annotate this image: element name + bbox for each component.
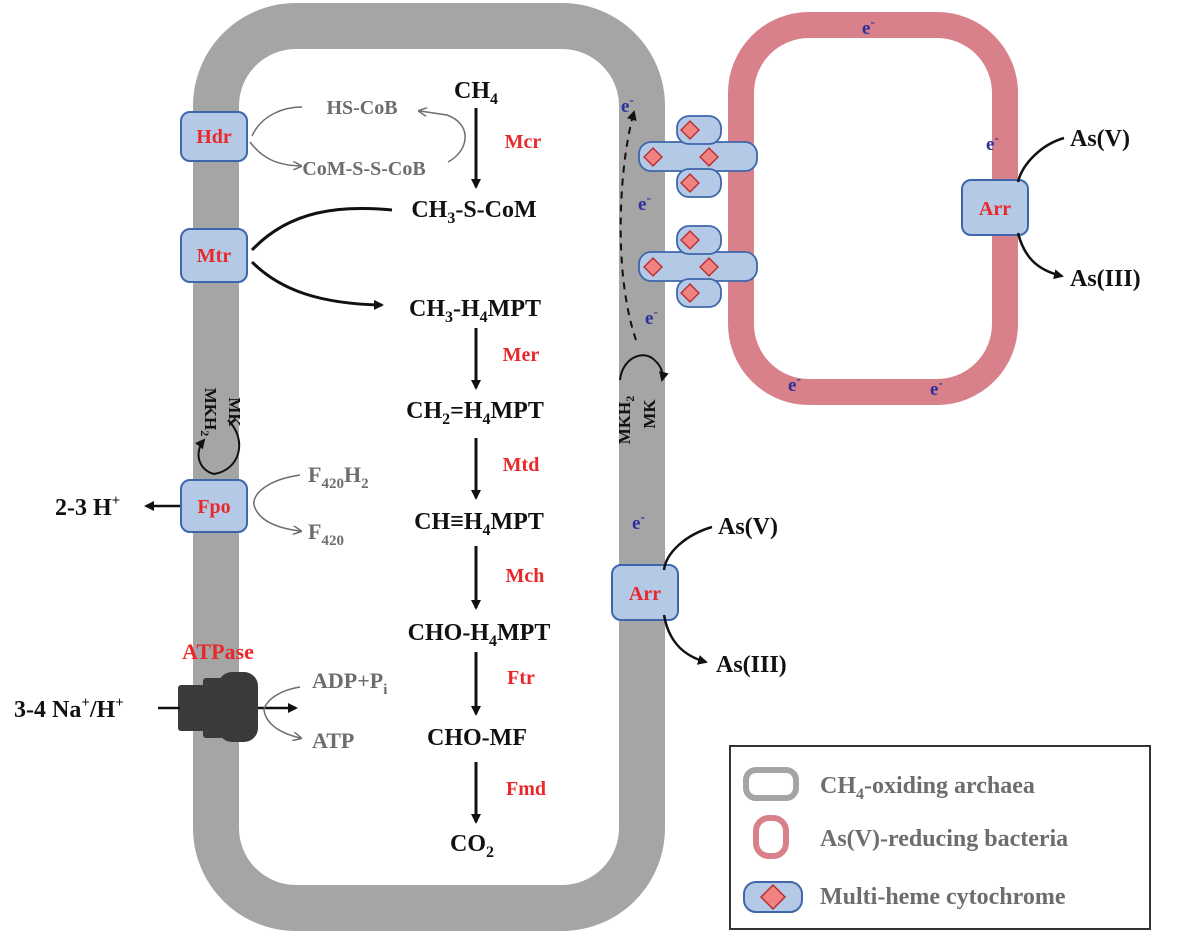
mch-label: Mch	[506, 565, 545, 587]
as-v-bacteria-label: As(V)	[1070, 126, 1130, 152]
hdr-protein: Hdr	[180, 111, 248, 162]
legend-archaea-label: CH4-oxiding archaea	[820, 773, 1035, 803]
electron-archaea-arr: e-	[632, 509, 645, 534]
arrow-mtr-to-ch3h4mpt	[250, 260, 384, 310]
ch2-h4mpt-label: CH2=H4MPT	[406, 398, 544, 428]
electron-transfer-dashed-arrow	[619, 110, 637, 341]
cho-mf-label: CHO-MF	[427, 725, 527, 751]
mcr-label: Mcr	[505, 131, 542, 153]
fmd-label: Fmd	[506, 778, 546, 800]
ftr-label: Ftr	[507, 667, 535, 689]
as-iii-bacteria-label: As(III)	[1070, 266, 1141, 292]
mer-label: Mer	[503, 344, 540, 366]
ch-h4mpt-label: CH≡H4MPT	[414, 509, 544, 539]
mk-cycle-arrow	[195, 419, 241, 476]
cho-h4mpt-label: CHO-H4MPT	[408, 620, 551, 650]
electron-archaea-mid: e-	[638, 190, 651, 215]
as-v-archaea-label: As(V)	[718, 514, 778, 540]
as-iii-archaea-label: As(III)	[716, 652, 787, 678]
mtd-label: Mtd	[503, 454, 540, 476]
fpo-protein: Fpo	[180, 479, 248, 533]
hs-cob-label: HS-CoB	[326, 97, 397, 119]
svg-text:Fpo: Fpo	[197, 496, 230, 518]
protons-out-label: 2-3 H+	[55, 493, 120, 521]
legend: CH4-oxiding archaea As(V)-reducing bacte…	[729, 745, 1151, 930]
adp-pi-label: ADP+Pi	[312, 668, 387, 698]
co2-label: CO2	[450, 831, 494, 861]
electron-bacteria-right: e-	[986, 130, 999, 155]
electron-archaea-top: e-	[621, 92, 634, 117]
mk-right-label: MK	[640, 399, 659, 429]
legend-archaea-swatch	[743, 767, 799, 801]
legend-bacteria-swatch	[753, 815, 789, 859]
svg-text:Arr: Arr	[629, 583, 661, 605]
legend-bacteria-label: As(V)-reducing bacteria	[820, 826, 1068, 852]
arrow-mtr	[250, 206, 393, 252]
electron-bacteria-bottom-left: e-	[788, 371, 801, 396]
atpase-icon	[178, 672, 258, 742]
arrow-adp-to-atp	[263, 686, 300, 738]
f420h2-label: F420H2	[308, 462, 369, 492]
legend-cytochrome-label: Multi-heme cytochrome	[820, 884, 1066, 910]
ch4-label: CH4	[454, 78, 498, 108]
svg-text:Hdr: Hdr	[196, 126, 232, 148]
ch3-h4mpt-label: CH3-H4MPT	[409, 296, 541, 326]
mk-right-cycle-arrow	[619, 354, 669, 382]
electron-bacteria-top: e-	[862, 14, 875, 39]
multi-heme-cytochrome-upper	[638, 115, 758, 198]
arrow-arr-archaea	[662, 525, 712, 662]
cob-cycle-arrow	[420, 111, 466, 163]
arrow-f420h2-to-f420	[253, 474, 300, 531]
mk-left-label: MK	[225, 397, 244, 427]
hdr-cycle-top-arrow	[251, 106, 303, 137]
atpase-label: ATPase	[182, 639, 254, 664]
electron-archaea-low: e-	[645, 304, 658, 329]
archaea-cell-membrane	[193, 3, 665, 931]
arr-protein-bacteria: Arr	[961, 179, 1029, 236]
legend-heme-icon	[760, 884, 786, 910]
ch3-s-com-label: CH3-S-CoM	[411, 197, 536, 227]
electron-bacteria-bottom-right: e-	[930, 375, 943, 400]
arr-protein-archaea: Arr	[611, 564, 679, 621]
com-s-s-cob-label: CoM-S-S-CoB	[302, 158, 425, 180]
hdr-cycle-bottom-arrow	[249, 141, 300, 166]
mkh2-right-label: MKH2	[615, 396, 637, 445]
f420-label: F420	[308, 519, 344, 549]
arrow-arr-bacteria	[1016, 136, 1064, 276]
svg-text:Arr: Arr	[979, 198, 1011, 220]
svg-text:Mtr: Mtr	[197, 245, 232, 267]
multi-heme-cytochrome-lower	[638, 225, 758, 308]
mtr-protein: Mtr	[180, 228, 248, 283]
sodium-in-label: 3-4 Na+/H+	[14, 695, 124, 723]
mkh2-left-label: MKH2	[198, 388, 220, 437]
atp-label: ATP	[312, 728, 354, 753]
